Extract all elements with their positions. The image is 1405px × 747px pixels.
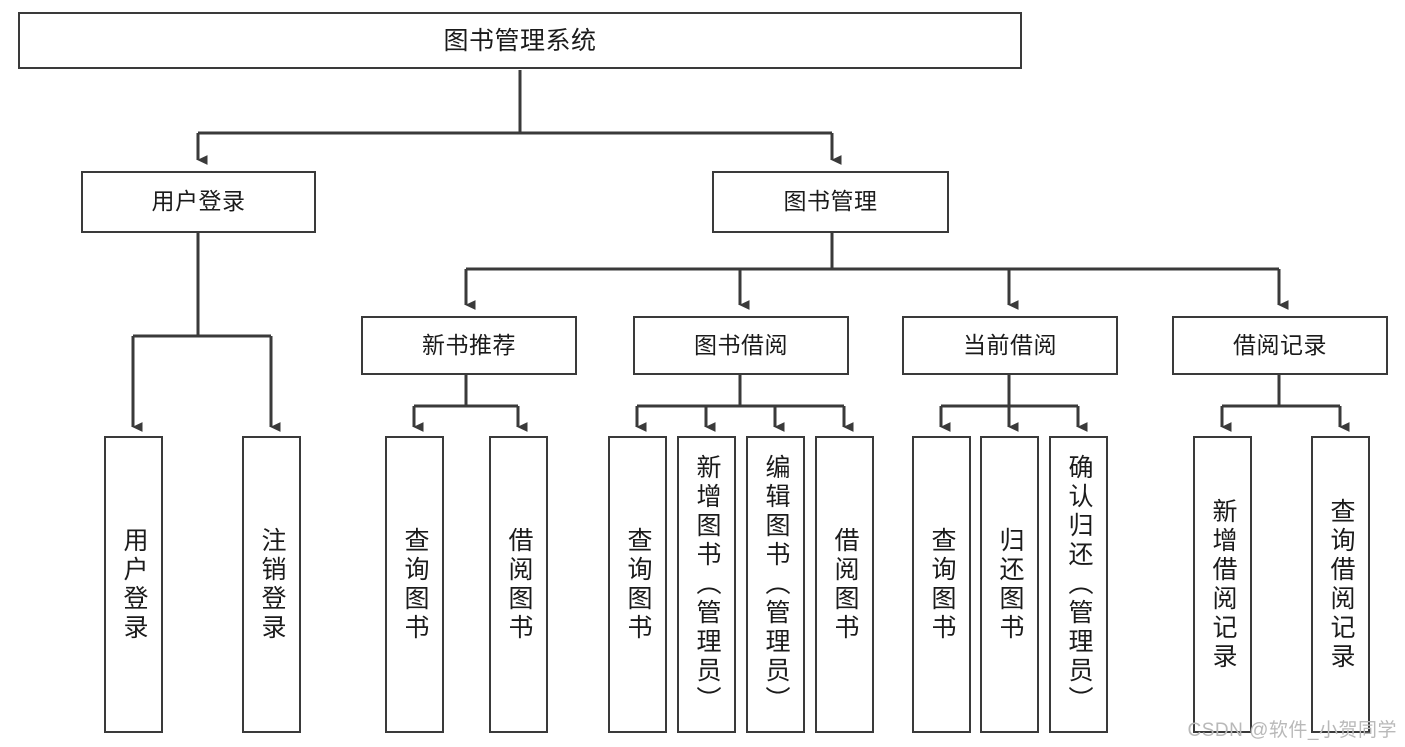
node-book-manage-label: 图书管理 xyxy=(783,188,878,215)
leaf-confirm-return[interactable]: 确认归还（管理员） xyxy=(1049,436,1108,733)
leaf-return-book-label: 归还图书 xyxy=(996,526,1024,643)
node-new-book-rec[interactable]: 新书推荐 xyxy=(361,316,577,375)
leaf-borrow-book-2[interactable]: 借阅图书 xyxy=(815,436,874,733)
node-new-book-rec-label: 新书推荐 xyxy=(422,331,516,358)
leaf-user-logout-label: 注销登录 xyxy=(258,526,286,643)
node-root[interactable]: 图书管理系统 xyxy=(18,12,1022,69)
node-root-label: 图书管理系统 xyxy=(443,26,597,55)
leaf-user-logout[interactable]: 注销登录 xyxy=(242,436,301,733)
leaf-query-book-3-label: 查询图书 xyxy=(928,526,956,643)
csdn-watermark: CSDN @软件_小贺同学 xyxy=(1187,720,1397,741)
leaf-query-record-label: 查询借阅记录 xyxy=(1327,497,1355,672)
leaf-query-book-2-label: 查询图书 xyxy=(624,526,652,643)
node-borrow-record[interactable]: 借阅记录 xyxy=(1172,316,1388,375)
leaf-query-book-3[interactable]: 查询图书 xyxy=(912,436,971,733)
node-current-borrow[interactable]: 当前借阅 xyxy=(902,316,1118,375)
leaf-borrow-book-1-label: 借阅图书 xyxy=(505,526,533,643)
leaf-add-book[interactable]: 新增图书（管理员） xyxy=(677,436,736,733)
leaf-return-book[interactable]: 归还图书 xyxy=(980,436,1039,733)
leaf-user-login-label: 用户登录 xyxy=(120,526,148,643)
leaf-edit-book-label: 编辑图书（管理员） xyxy=(762,454,790,715)
leaf-query-book-1[interactable]: 查询图书 xyxy=(385,436,444,733)
node-book-borrow-label: 图书借阅 xyxy=(694,331,788,358)
node-current-borrow-label: 当前借阅 xyxy=(963,331,1057,358)
node-book-borrow[interactable]: 图书借阅 xyxy=(633,316,849,375)
leaf-query-book-1-label: 查询图书 xyxy=(401,526,429,643)
leaf-confirm-return-label: 确认归还（管理员） xyxy=(1065,454,1093,715)
leaf-add-record-label: 新增借阅记录 xyxy=(1209,497,1237,672)
leaf-borrow-book-1[interactable]: 借阅图书 xyxy=(489,436,548,733)
leaf-user-login[interactable]: 用户登录 xyxy=(104,436,163,733)
leaf-query-record[interactable]: 查询借阅记录 xyxy=(1311,436,1370,733)
node-book-manage[interactable]: 图书管理 xyxy=(712,171,949,233)
node-user-login[interactable]: 用户登录 xyxy=(81,171,316,233)
leaf-add-book-label: 新增图书（管理员） xyxy=(693,454,721,715)
leaf-edit-book[interactable]: 编辑图书（管理员） xyxy=(746,436,805,733)
leaf-borrow-book-2-label: 借阅图书 xyxy=(831,526,859,643)
node-borrow-record-label: 借阅记录 xyxy=(1233,331,1327,358)
node-user-login-label: 用户登录 xyxy=(151,188,246,215)
leaf-query-book-2[interactable]: 查询图书 xyxy=(608,436,667,733)
leaf-add-record[interactable]: 新增借阅记录 xyxy=(1193,436,1252,733)
